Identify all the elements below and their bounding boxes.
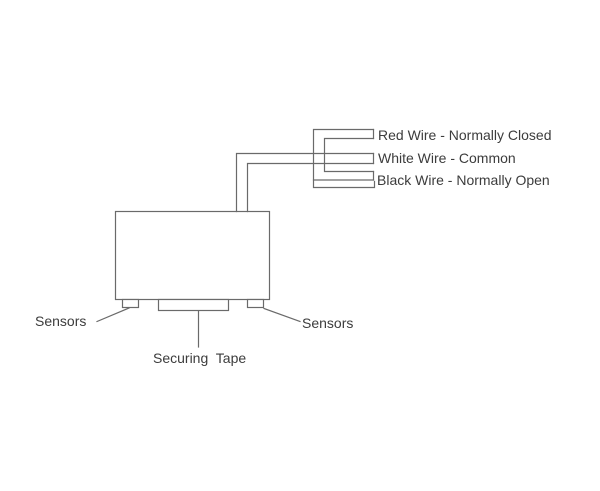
sensor-foot-right <box>246 298 265 309</box>
wire-bundle-inner-outline <box>323 137 375 173</box>
securing-tape-label: Securing Tape <box>153 350 247 366</box>
cable-white-wire-bottom-line <box>246 162 375 213</box>
wire-bundle-outer-outline <box>312 128 376 189</box>
cable-white-wire-top-line <box>235 152 375 213</box>
black-wire-label: Black Wire - Normally Open <box>377 172 550 188</box>
sensors-label-left: Sensors <box>35 313 87 329</box>
red-wire-label: Red Wire - Normally Closed <box>378 127 552 143</box>
leader-line-sensors-right <box>263 307 301 323</box>
securing-tape-strip <box>157 298 230 312</box>
sensor-foot-left <box>121 298 140 309</box>
detector-body <box>114 210 271 301</box>
sensors-label-right: Sensors <box>302 315 354 331</box>
white-wire-label: White Wire - Common <box>378 150 516 166</box>
leader-line-sensors-left <box>96 307 130 323</box>
